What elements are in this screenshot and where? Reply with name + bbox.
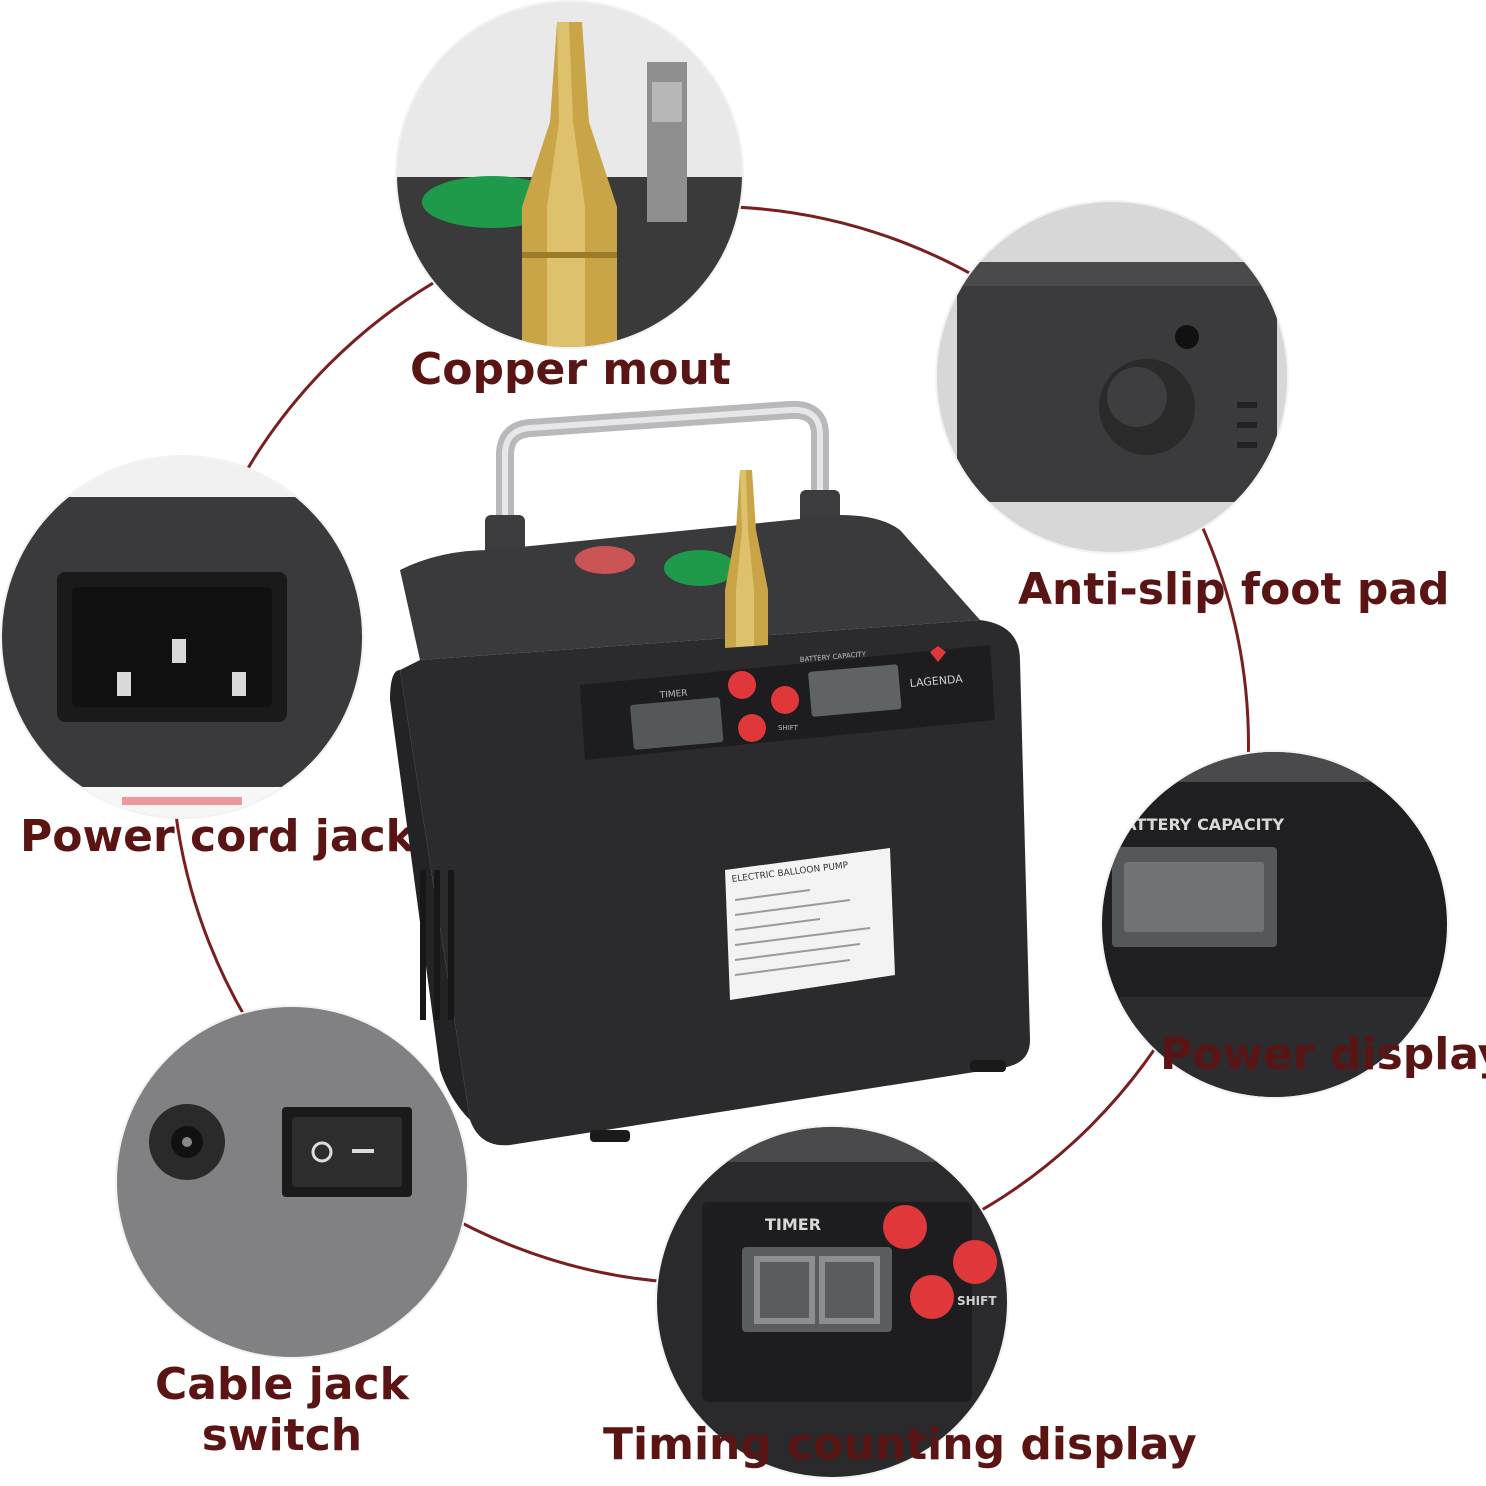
cable-jack-switch-line2: switch — [201, 1409, 363, 1461]
anti-slip-foot-pad-callout — [935, 200, 1289, 554]
copper-mout-callout — [395, 0, 744, 349]
panel-brand-text: LAGENDA — [909, 672, 964, 690]
power-display-callout: BATTERY CAPACITY — [1100, 750, 1449, 1099]
cable-jack-switch-image — [117, 1007, 467, 1357]
power-cord-jack-callout — [0, 455, 364, 819]
timing-counting-display-label: Timing counting display — [603, 1419, 1197, 1470]
power-cord-jack-label: Power cord jack — [20, 811, 415, 862]
balloon-pump-device: TIMER SHIFT BATTERY CAPACITY LAGENDA ELE… — [380, 400, 1100, 1160]
timing-counting-display-image: TIMER SHIFT — [657, 1127, 1007, 1477]
power-cord-jack-image — [2, 457, 362, 817]
zoom-timer-text: TIMER — [765, 1215, 821, 1234]
balloon-pump-image: TIMER SHIFT BATTERY CAPACITY LAGENDA ELE… — [390, 400, 1030, 1146]
power-display-image: BATTERY CAPACITY — [1102, 752, 1447, 1097]
copper-mout-label: Copper mout — [410, 344, 731, 395]
zoom-shift-text: SHIFT — [957, 1294, 997, 1308]
anti-slip-foot-pad-image — [937, 202, 1287, 552]
panel-timer-text: TIMER — [658, 689, 688, 701]
anti-slip-foot-pad-label: Anti-slip foot pad — [1018, 564, 1450, 615]
cable-jack-switch-line1: Cable jack — [155, 1359, 409, 1410]
zoom-battery-capacity-text: BATTERY CAPACITY — [1112, 815, 1284, 834]
copper-mout-image — [397, 2, 742, 347]
timing-counting-display-callout: TIMER SHIFT — [655, 1125, 1009, 1479]
cable-jack-switch-label: Cable jack switch — [155, 1359, 409, 1461]
power-display-label: Power display — [1160, 1029, 1486, 1080]
panel-shift-text: SHIFT — [778, 724, 799, 732]
cable-jack-switch-callout — [115, 1005, 469, 1359]
